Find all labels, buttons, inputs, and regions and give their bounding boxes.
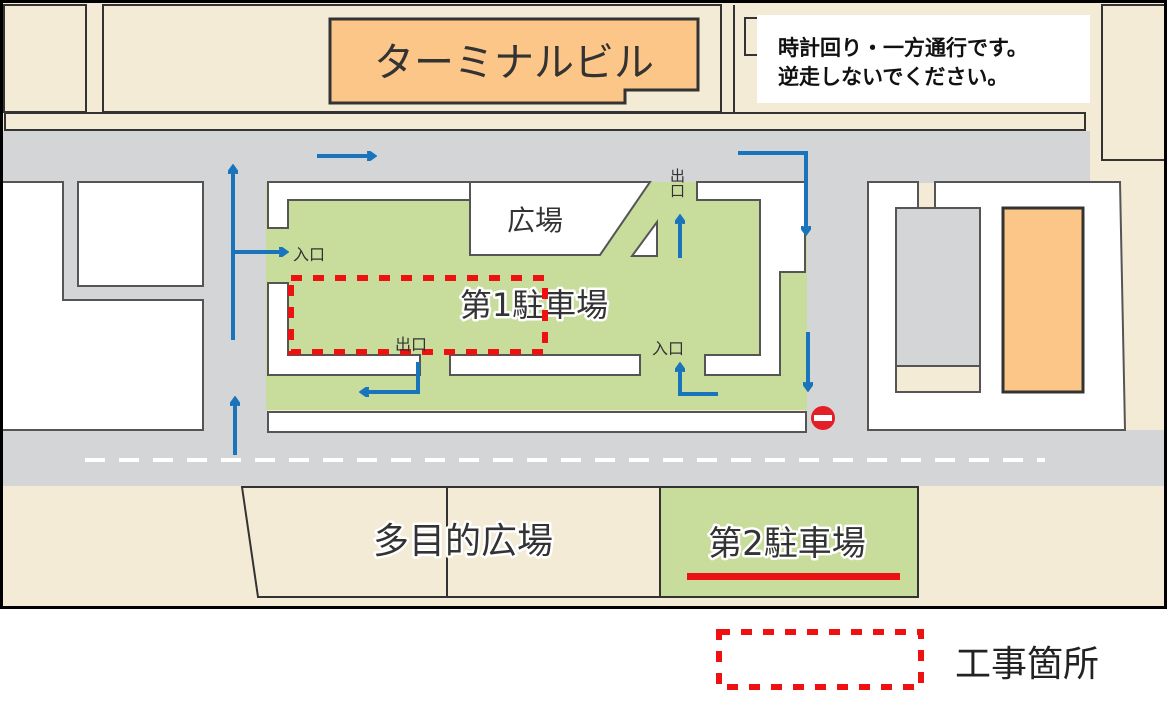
terminal-building-label: ターミナルビル (374, 40, 654, 86)
no-entry-icon (811, 406, 835, 430)
parking-lot-right (895, 207, 981, 367)
parking1-wall-right (696, 181, 806, 376)
arrow-up-icon (680, 366, 718, 396)
arrow-down-icon (738, 151, 806, 232)
legend-construction-label: 工事箇所 (955, 644, 1099, 685)
exit-label-south: 出口 (395, 335, 427, 354)
building-left (0, 181, 204, 431)
multipurpose-plaza-label: 多目的広場 (373, 521, 553, 562)
map-frame (0, 0, 1167, 609)
entrance-label-west: 入口 (293, 245, 325, 264)
construction-area (288, 275, 548, 355)
parking2-underline (687, 573, 900, 580)
legend: 工事箇所 (716, 629, 1099, 690)
traffic-arrows (233, 151, 808, 455)
notice-line2: 逆走しないでください。 (778, 65, 1008, 89)
building-orange-right (1001, 206, 1085, 394)
parking1-wall-left (267, 282, 421, 376)
sidewalk-bottom (267, 411, 807, 433)
island-triangle (630, 218, 658, 257)
plaza-block (469, 181, 652, 256)
parking1-label: 第1駐車場 (460, 286, 608, 324)
parking2-label: 第2駐車場 (708, 524, 866, 564)
notice-line1: 時計回り・一方通行です。 (778, 36, 1028, 60)
one-way-notice (757, 15, 1090, 103)
sidewalk-top (4, 112, 1086, 131)
entrance-label-east: 入口 (652, 339, 684, 358)
building-top-left (3, 4, 87, 113)
ground-patch (895, 365, 981, 393)
parking1-wall-bottom (449, 354, 641, 376)
legend-construction-swatch (716, 629, 924, 690)
building-left-small (77, 181, 204, 287)
building-top-right (1101, 4, 1166, 161)
arrow-left-icon (363, 362, 420, 392)
terminal-building (328, 17, 700, 105)
exit-label-north: 出口 (668, 168, 686, 198)
plaza-label: 広場 (507, 204, 563, 237)
